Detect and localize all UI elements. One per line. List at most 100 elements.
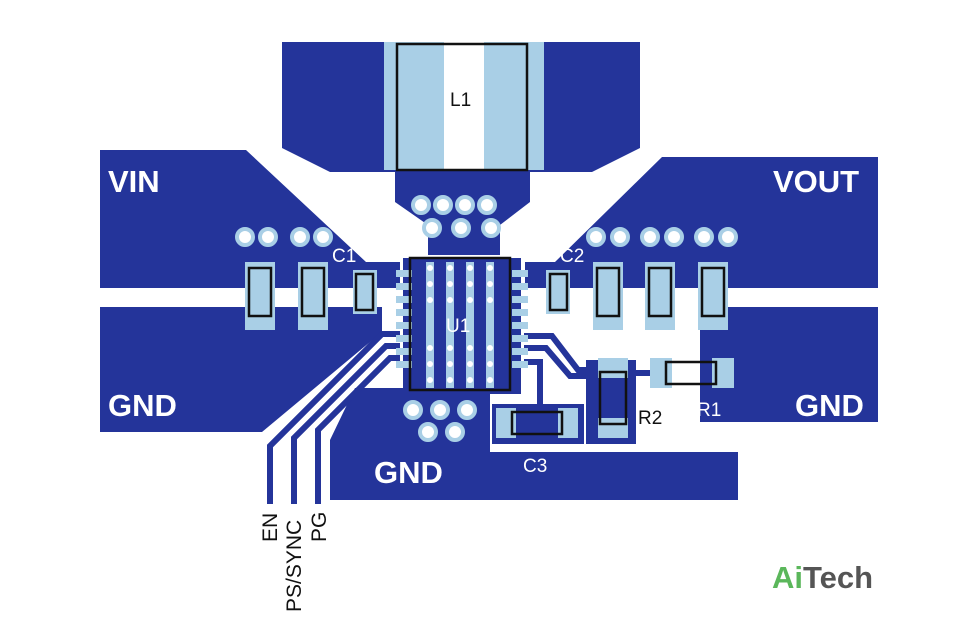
via xyxy=(427,377,433,383)
u1-pin xyxy=(512,322,528,329)
cout1-outline xyxy=(595,266,621,318)
ref-label-r1: R1 xyxy=(697,400,721,421)
net-label-gnd-bottom: GND xyxy=(374,455,443,490)
u1-pin xyxy=(396,283,412,290)
via xyxy=(427,297,433,303)
via xyxy=(481,218,501,238)
via xyxy=(430,400,450,420)
via xyxy=(664,227,684,247)
gnd-right-pour xyxy=(700,307,878,422)
via xyxy=(447,265,453,271)
silkscreen-layer xyxy=(247,42,726,436)
pin-label-pg: PG xyxy=(308,512,331,542)
u1-thermal-col xyxy=(466,262,474,388)
l1-pad-left xyxy=(384,42,444,170)
vout-pour xyxy=(525,157,878,288)
via xyxy=(640,227,660,247)
via xyxy=(447,297,453,303)
via xyxy=(610,227,630,247)
via xyxy=(457,400,477,420)
via xyxy=(467,281,473,287)
via xyxy=(258,227,278,247)
cout3-outline xyxy=(700,266,726,318)
pin-label-en: EN xyxy=(259,513,282,542)
pin-label-ps-sync: PS/SYNC xyxy=(283,520,306,612)
u1-pin xyxy=(512,348,528,355)
ref-label-u1: U1 xyxy=(446,316,470,337)
ref-label-r2: R2 xyxy=(638,408,662,429)
via xyxy=(487,361,493,367)
u1-pin xyxy=(396,335,412,342)
l1-pad-right xyxy=(484,42,544,170)
trace-pg xyxy=(315,355,400,504)
via xyxy=(467,361,473,367)
via xyxy=(694,227,714,247)
via xyxy=(451,218,471,238)
via xyxy=(487,297,493,303)
trace-fb xyxy=(524,333,600,373)
r2-pad-bottom xyxy=(598,418,628,438)
r2-outline xyxy=(598,370,628,426)
u1-pin xyxy=(512,309,528,316)
u1-pin xyxy=(396,322,412,329)
trace-ps-sync xyxy=(291,343,400,504)
via xyxy=(235,227,255,247)
via xyxy=(487,265,493,271)
trace-r1 xyxy=(524,345,600,379)
ref-label-c2: C2 xyxy=(560,246,584,267)
via xyxy=(467,265,473,271)
c1-outline xyxy=(354,272,375,312)
via xyxy=(427,281,433,287)
vin-pour xyxy=(100,150,400,288)
via-layer xyxy=(235,195,738,442)
ref-label-l1: L1 xyxy=(450,90,471,111)
cout2-outline xyxy=(647,266,673,318)
via xyxy=(487,377,493,383)
via xyxy=(447,281,453,287)
via xyxy=(487,345,493,351)
via xyxy=(477,195,497,215)
via xyxy=(403,400,423,420)
via xyxy=(427,361,433,367)
via xyxy=(411,195,431,215)
l1-outline xyxy=(395,42,529,172)
via xyxy=(467,345,473,351)
net-label-vout: VOUT xyxy=(773,164,859,199)
via xyxy=(586,227,606,247)
trace-en xyxy=(267,331,400,504)
trace-c3 xyxy=(524,359,543,422)
r1-outline xyxy=(664,360,718,386)
via xyxy=(427,345,433,351)
via xyxy=(313,227,333,247)
u1-pin xyxy=(396,309,412,316)
via xyxy=(455,195,475,215)
u1-pin xyxy=(512,335,528,342)
u1-pin xyxy=(396,361,412,368)
ref-label-c1: C1 xyxy=(332,246,356,267)
cin2-outline xyxy=(300,266,326,318)
net-label-gnd-left: GND xyxy=(108,388,177,423)
u1-thermal-col xyxy=(426,262,434,388)
via xyxy=(447,361,453,367)
net-label-vin: VIN xyxy=(108,164,160,199)
via xyxy=(718,227,738,247)
u1-pin xyxy=(512,296,528,303)
u1-pin xyxy=(512,361,528,368)
via xyxy=(447,377,453,383)
u1-pin xyxy=(512,270,528,277)
brand-logo: AiTech xyxy=(772,560,873,595)
u1-pin xyxy=(396,348,412,355)
c2-outline xyxy=(548,272,569,312)
via xyxy=(487,281,493,287)
via xyxy=(418,422,438,442)
r2-pad-top xyxy=(598,358,628,378)
gnd-left-pour xyxy=(100,307,382,432)
via xyxy=(433,195,453,215)
ref-label-c3: C3 xyxy=(523,456,547,477)
c3-outline xyxy=(510,410,564,436)
cin1-outline xyxy=(247,266,273,318)
u1-thermal-vias xyxy=(427,265,493,383)
l1-gap xyxy=(444,42,484,170)
u1-pin xyxy=(396,296,412,303)
